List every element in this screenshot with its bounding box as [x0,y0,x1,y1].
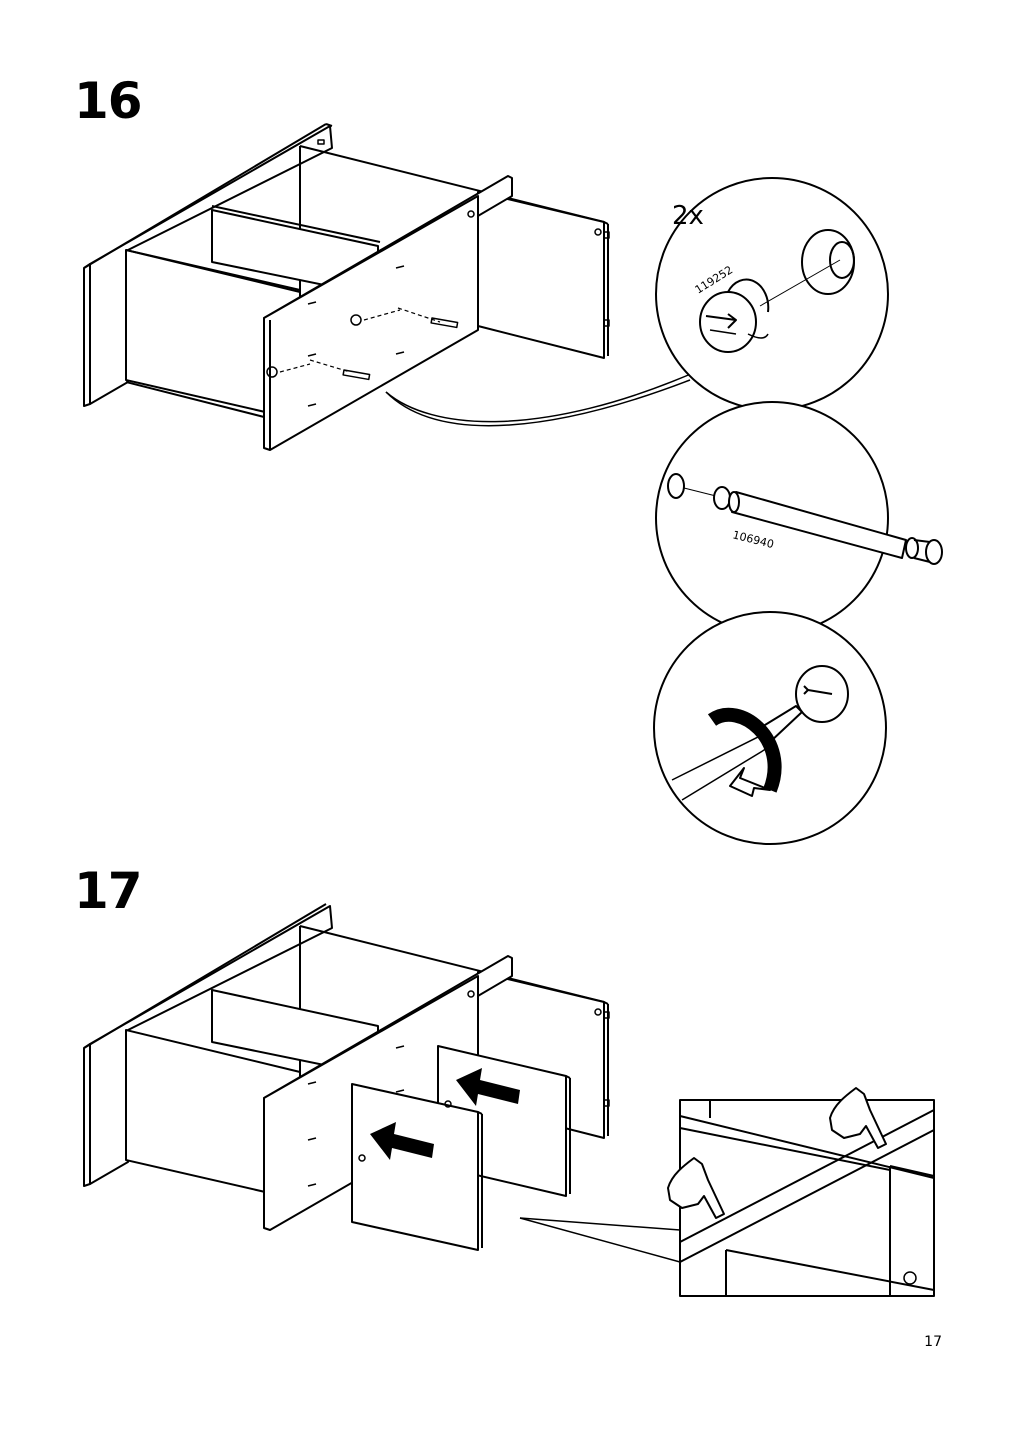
rotate-arrow-icon [707,707,782,797]
step-number-16: 16 [74,72,143,130]
dowel-pin-detail [655,401,943,635]
step-number-17: 17 [74,862,143,920]
push-arrow-icon [370,1068,520,1160]
step17-shelf-frame [83,903,681,1263]
alignment-detail [667,1087,935,1297]
hand-press-icon [667,1087,887,1219]
step16-shelf-frame [83,123,701,451]
screwdriver-detail [653,611,887,845]
cam-lock-detail [655,177,889,411]
cam-lock-icon [699,278,770,353]
quantity-label: 2x [672,201,704,231]
dowel-pin-icon [713,486,943,565]
page-number: 17 [924,1334,942,1350]
